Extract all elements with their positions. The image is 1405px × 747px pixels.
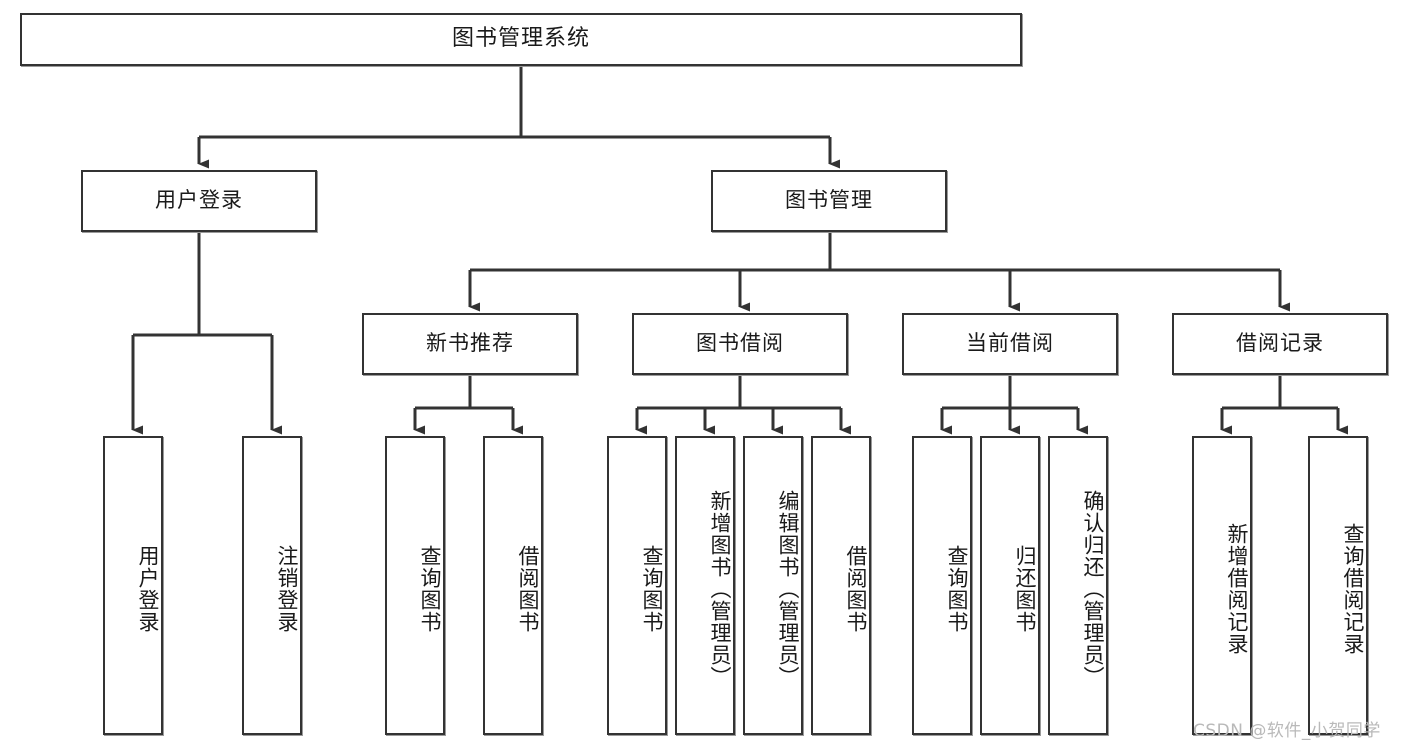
node-label: 新增借阅记录 [1225, 522, 1249, 655]
leaf-borrow-record-add-record[interactable]: 新增借阅记录 [1192, 436, 1252, 735]
node-label: 图书管理系统 [451, 26, 590, 52]
leaf-new-book-borrow-book[interactable]: 借阅图书 [483, 436, 543, 735]
node-current-borrow[interactable]: 当前借阅 [902, 313, 1118, 375]
node-root-book-management-system[interactable]: 图书管理系统 [20, 13, 1022, 66]
node-label: 借阅记录 [1236, 331, 1324, 356]
node-label: 用户登录 [155, 188, 243, 213]
node-label: 查询图书 [418, 544, 442, 633]
node-label: 当前借阅 [966, 331, 1054, 356]
leaf-current-borrow-query-book[interactable]: 查询图书 [912, 436, 972, 735]
node-book-management[interactable]: 图书管理 [711, 170, 947, 232]
node-book-borrow[interactable]: 图书借阅 [632, 313, 848, 375]
node-label: 图书借阅 [696, 331, 784, 356]
node-label: 归还图书 [1013, 544, 1037, 633]
node-label: 查询图书 [640, 544, 664, 633]
leaf-current-borrow-confirm-return-admin[interactable]: 确认归还（管理员） [1048, 436, 1108, 735]
node-label: 图书管理 [785, 188, 873, 213]
node-label: 借阅图书 [844, 544, 868, 633]
node-user-login[interactable]: 用户登录 [81, 170, 317, 232]
leaf-new-book-query-book[interactable]: 查询图书 [385, 436, 445, 735]
leaf-borrow-record-query-record[interactable]: 查询借阅记录 [1308, 436, 1368, 735]
node-label: 借阅图书 [516, 544, 540, 633]
csdn-watermark: CSDN @软件_小贺同学 [1193, 721, 1381, 741]
node-label: 查询图书 [945, 544, 969, 633]
node-label: 注销登录 [275, 544, 299, 633]
leaf-user-login-login[interactable]: 用户登录 [103, 436, 163, 735]
leaf-current-borrow-return-book[interactable]: 归还图书 [980, 436, 1040, 735]
node-label: 新书推荐 [426, 331, 514, 356]
leaf-book-borrow-add-book-admin[interactable]: 新增图书（管理员） [675, 436, 735, 735]
leaf-book-borrow-edit-book-admin[interactable]: 编辑图书（管理员） [743, 436, 803, 735]
node-label: 确认归还（管理员） [1081, 489, 1105, 688]
node-label: 查询借阅记录 [1341, 522, 1365, 655]
node-new-book-recommend[interactable]: 新书推荐 [362, 313, 578, 375]
leaf-book-borrow-query-book[interactable]: 查询图书 [607, 436, 667, 735]
node-label: 用户登录 [136, 544, 160, 633]
leaf-book-borrow-borrow-book[interactable]: 借阅图书 [811, 436, 871, 735]
node-label: 新增图书（管理员） [708, 489, 732, 688]
leaf-user-login-logout[interactable]: 注销登录 [242, 436, 302, 735]
node-borrow-record[interactable]: 借阅记录 [1172, 313, 1388, 375]
node-label: 编辑图书（管理员） [776, 489, 800, 688]
